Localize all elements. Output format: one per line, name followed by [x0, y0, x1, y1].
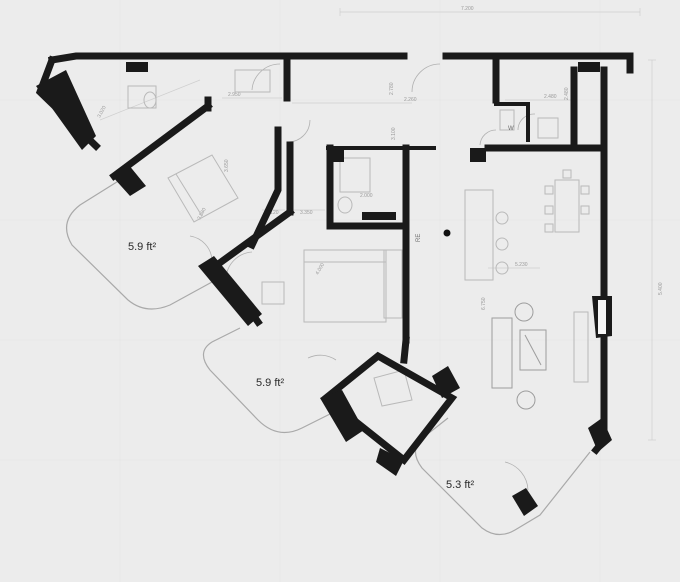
- dim-bath-top: 2.950: [228, 92, 241, 98]
- dim-mid-b: 3.350: [300, 210, 313, 216]
- re-label: RE: [416, 234, 422, 242]
- dim-bed1-c: 3.580: [196, 207, 207, 221]
- dim-small-side: 2.480: [564, 87, 570, 100]
- dim-bed2: 4.000: [315, 262, 327, 276]
- dim-bed1-b: 3.650: [224, 159, 230, 172]
- door-swings: [189, 63, 536, 491]
- dim-bath2-side: 3.100: [391, 127, 397, 140]
- sofa: [491, 317, 513, 389]
- dim-hall-top: 2.260: [404, 97, 417, 103]
- wc-label: W: [508, 126, 514, 132]
- dim-wc-top: 2.480: [544, 94, 557, 100]
- dining-table: [554, 179, 580, 233]
- dim-right-overall: 5.400: [658, 282, 664, 295]
- balcony-left-area: 5.9 ft²: [128, 241, 156, 253]
- balcony-bottom: [414, 417, 591, 536]
- balcony-left: [65, 179, 213, 310]
- balcony-middle-area: 5.9 ft²: [256, 377, 284, 389]
- dim-hall-side: 2.780: [389, 82, 395, 95]
- balcony-middle: [202, 327, 339, 434]
- bed-2: [303, 249, 387, 323]
- kitchen-island: [464, 189, 494, 281]
- balcony-bottom-area: 5.3 ft²: [446, 479, 474, 491]
- dimension-lines: [99, 8, 656, 441]
- wall-blocks: [36, 62, 612, 516]
- window-pane-right: [598, 300, 606, 334]
- dim-mid-a: 3.120: [266, 210, 279, 216]
- dim-bed1-a: 3.020: [96, 105, 107, 119]
- position-marker: [443, 229, 451, 237]
- dim-top-overall: 7.200: [461, 6, 474, 12]
- dim-living: 6.750: [481, 297, 487, 310]
- bed-1: [167, 154, 239, 223]
- dim-kitchen: 5.230: [515, 262, 528, 268]
- furniture: [127, 69, 590, 410]
- dim-bath2-top: 2.000: [360, 193, 373, 199]
